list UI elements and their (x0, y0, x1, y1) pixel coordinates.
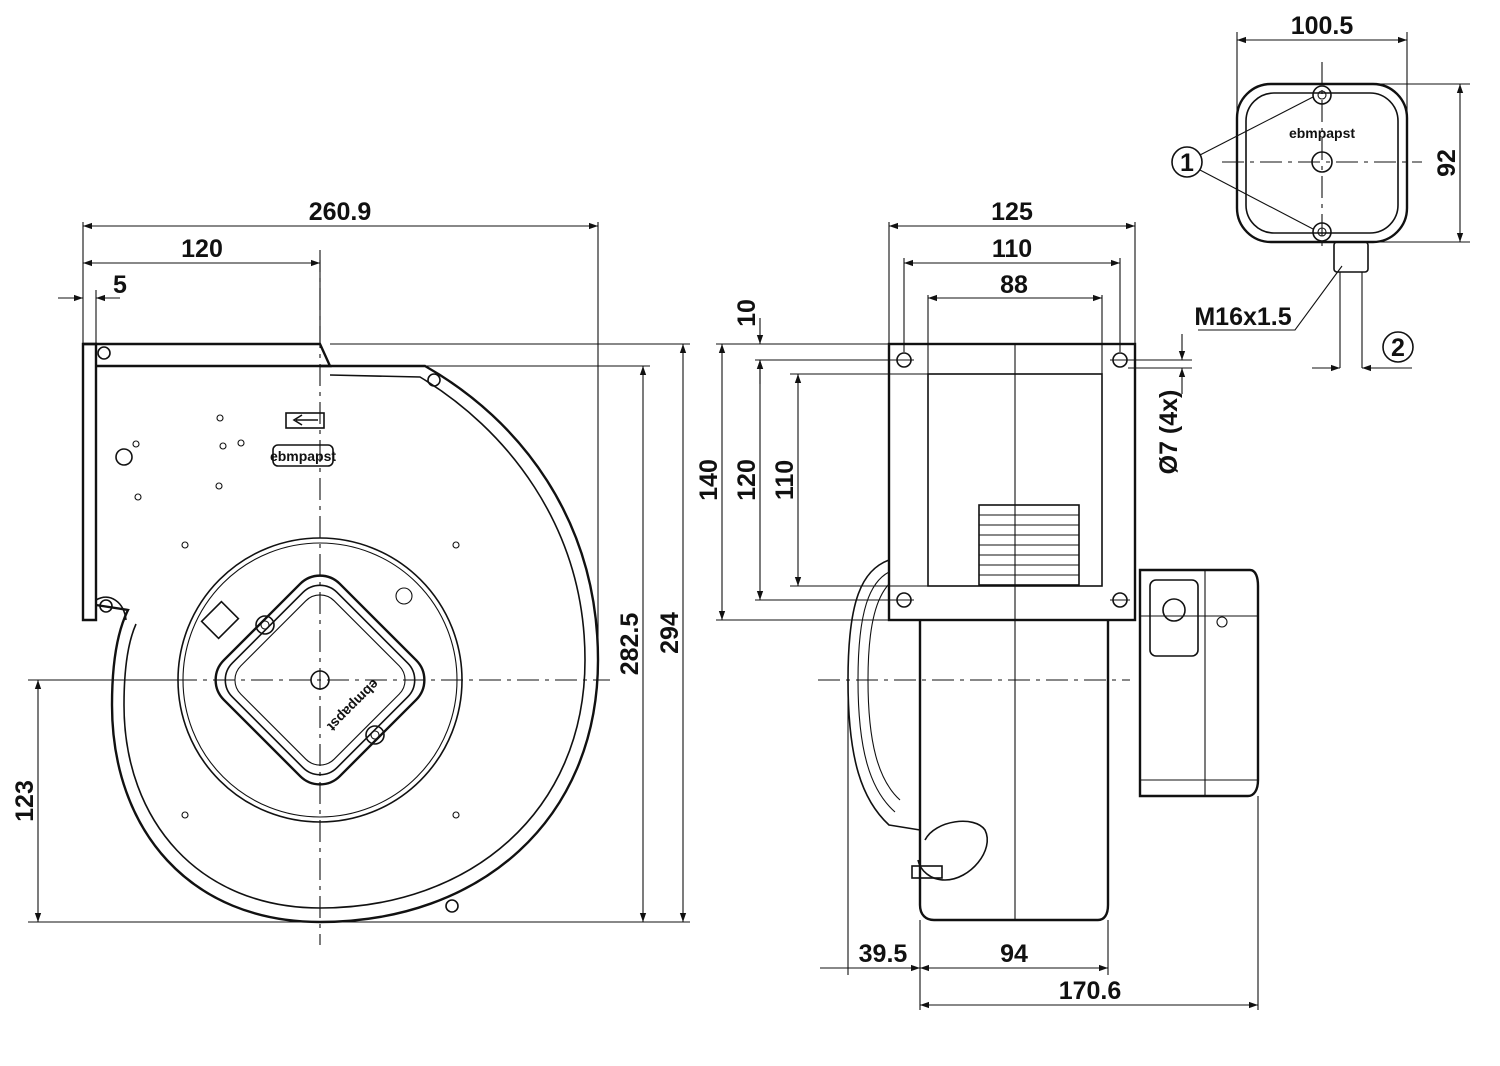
callout-1-label: 1 (1180, 149, 1194, 177)
housing-logo-plate (272, 444, 334, 467)
dim-axis-height: 123 (11, 780, 39, 822)
rotation-direction-arrow-box (285, 412, 325, 429)
housing-screw-top-left (97, 346, 111, 360)
thread-leader (1198, 265, 1343, 331)
dim-flange-width: 125 (991, 198, 1033, 226)
rotation-direction-icon (292, 414, 318, 426)
dim-tb-height: 92 (1433, 149, 1461, 177)
housing-logo: ebmpapst (270, 448, 336, 464)
housing-hole (115, 448, 133, 466)
dim-center-offset: 120 (181, 235, 223, 263)
inlet-bell-inner (857, 571, 896, 813)
volute-scroll-outline (95, 364, 600, 924)
housing-hole (452, 541, 460, 549)
housing-screw-bottom-left (99, 599, 113, 613)
callout-2 (1382, 331, 1414, 363)
dim-flange-thickness: 5 (113, 271, 127, 299)
dim-housing-depth: 94 (1000, 940, 1028, 968)
dim-hole-spacing-v: 120 (733, 459, 761, 501)
housing-hole (215, 482, 223, 490)
terminal-box-center-hole (1311, 151, 1333, 173)
outlet-flange (887, 342, 1137, 622)
housing-hole (219, 442, 227, 450)
motor-screw (255, 615, 275, 635)
dim-hole-spacing-h: 110 (992, 235, 1032, 263)
terminal-box-outline (1235, 82, 1409, 244)
housing-hole (181, 811, 189, 819)
motor-screw (370, 730, 380, 740)
dim-overall-width: 260.9 (309, 198, 372, 226)
housing-hole (132, 440, 140, 448)
housing-screw-top-right (427, 373, 441, 387)
dim-flange-height: 140 (695, 459, 723, 501)
motor-screw (260, 620, 270, 630)
dim-outlet-height: 110 (771, 460, 799, 500)
volute-tongue (95, 596, 127, 621)
terminal-box-view: ebmpapst 1 2 100.5 92 M16x1.5 (1171, 12, 1470, 372)
terminal-box-screw-bottom (1312, 222, 1332, 242)
terminal-box-inner (1245, 92, 1399, 234)
inlet-bell-inner (867, 583, 901, 801)
housing-outlet-flange (81, 342, 98, 622)
motor-screw (365, 725, 385, 745)
volute-inner-outline (123, 374, 586, 909)
callout-1 (1171, 146, 1203, 178)
callout-leader (1199, 169, 1314, 230)
callout-2-label: 2 (1391, 334, 1405, 362)
terminal-box-cable-gland (1333, 241, 1369, 273)
housing-hole (134, 493, 142, 501)
housing-hole (181, 541, 189, 549)
inlet-side-hole (395, 587, 413, 605)
side-view: 125 110 88 10 140 120 110 Ø7 (4x) 39.5 9… (695, 198, 1260, 1010)
terminal-box-logo: ebmpapst (1289, 125, 1355, 141)
cable-gland-side-circle (1162, 598, 1186, 622)
dim-housing-height: 282.5 (616, 613, 644, 676)
housing-screw-bottom-right (445, 899, 459, 913)
terminal-box-screw-bottom (1317, 227, 1327, 237)
cable-gland-front (200, 600, 240, 640)
dim-overall-height: 294 (656, 612, 684, 654)
inlet-ring-outer (177, 537, 463, 823)
thread-label: M16x1.5 (1194, 303, 1291, 331)
dim-hole-diameter: Ø7 (4x) (1155, 390, 1183, 475)
inlet-ring-inner (182, 542, 458, 818)
lower-housing (918, 620, 1110, 922)
terminal-box-screw-top (1317, 90, 1327, 100)
housing-hole (216, 414, 224, 422)
dim-tb-width: 100.5 (1291, 12, 1354, 40)
dim-flange-edge: 10 (733, 299, 761, 327)
housing-hole (237, 439, 245, 447)
cable-loop (917, 820, 988, 881)
terminal-box-screw-top (1312, 85, 1332, 105)
side-cable-clip (911, 865, 943, 879)
dim-overall-depth: 170.6 (1059, 977, 1122, 1005)
motor-terminal-box (1138, 568, 1260, 798)
shaft-center (310, 670, 330, 690)
callout-leader (1199, 96, 1314, 156)
dim-inlet-offset: 39.5 (859, 940, 908, 968)
housing-hole (452, 811, 460, 819)
front-view: ebmpapst ebmpapst (11, 198, 690, 945)
impeller-blade-lines (979, 514, 1079, 576)
cable-gland-side (1149, 579, 1199, 657)
dim-outlet-width: 88 (1000, 271, 1028, 299)
housing-top-edge (83, 342, 332, 368)
terminal-screw (1216, 616, 1228, 628)
